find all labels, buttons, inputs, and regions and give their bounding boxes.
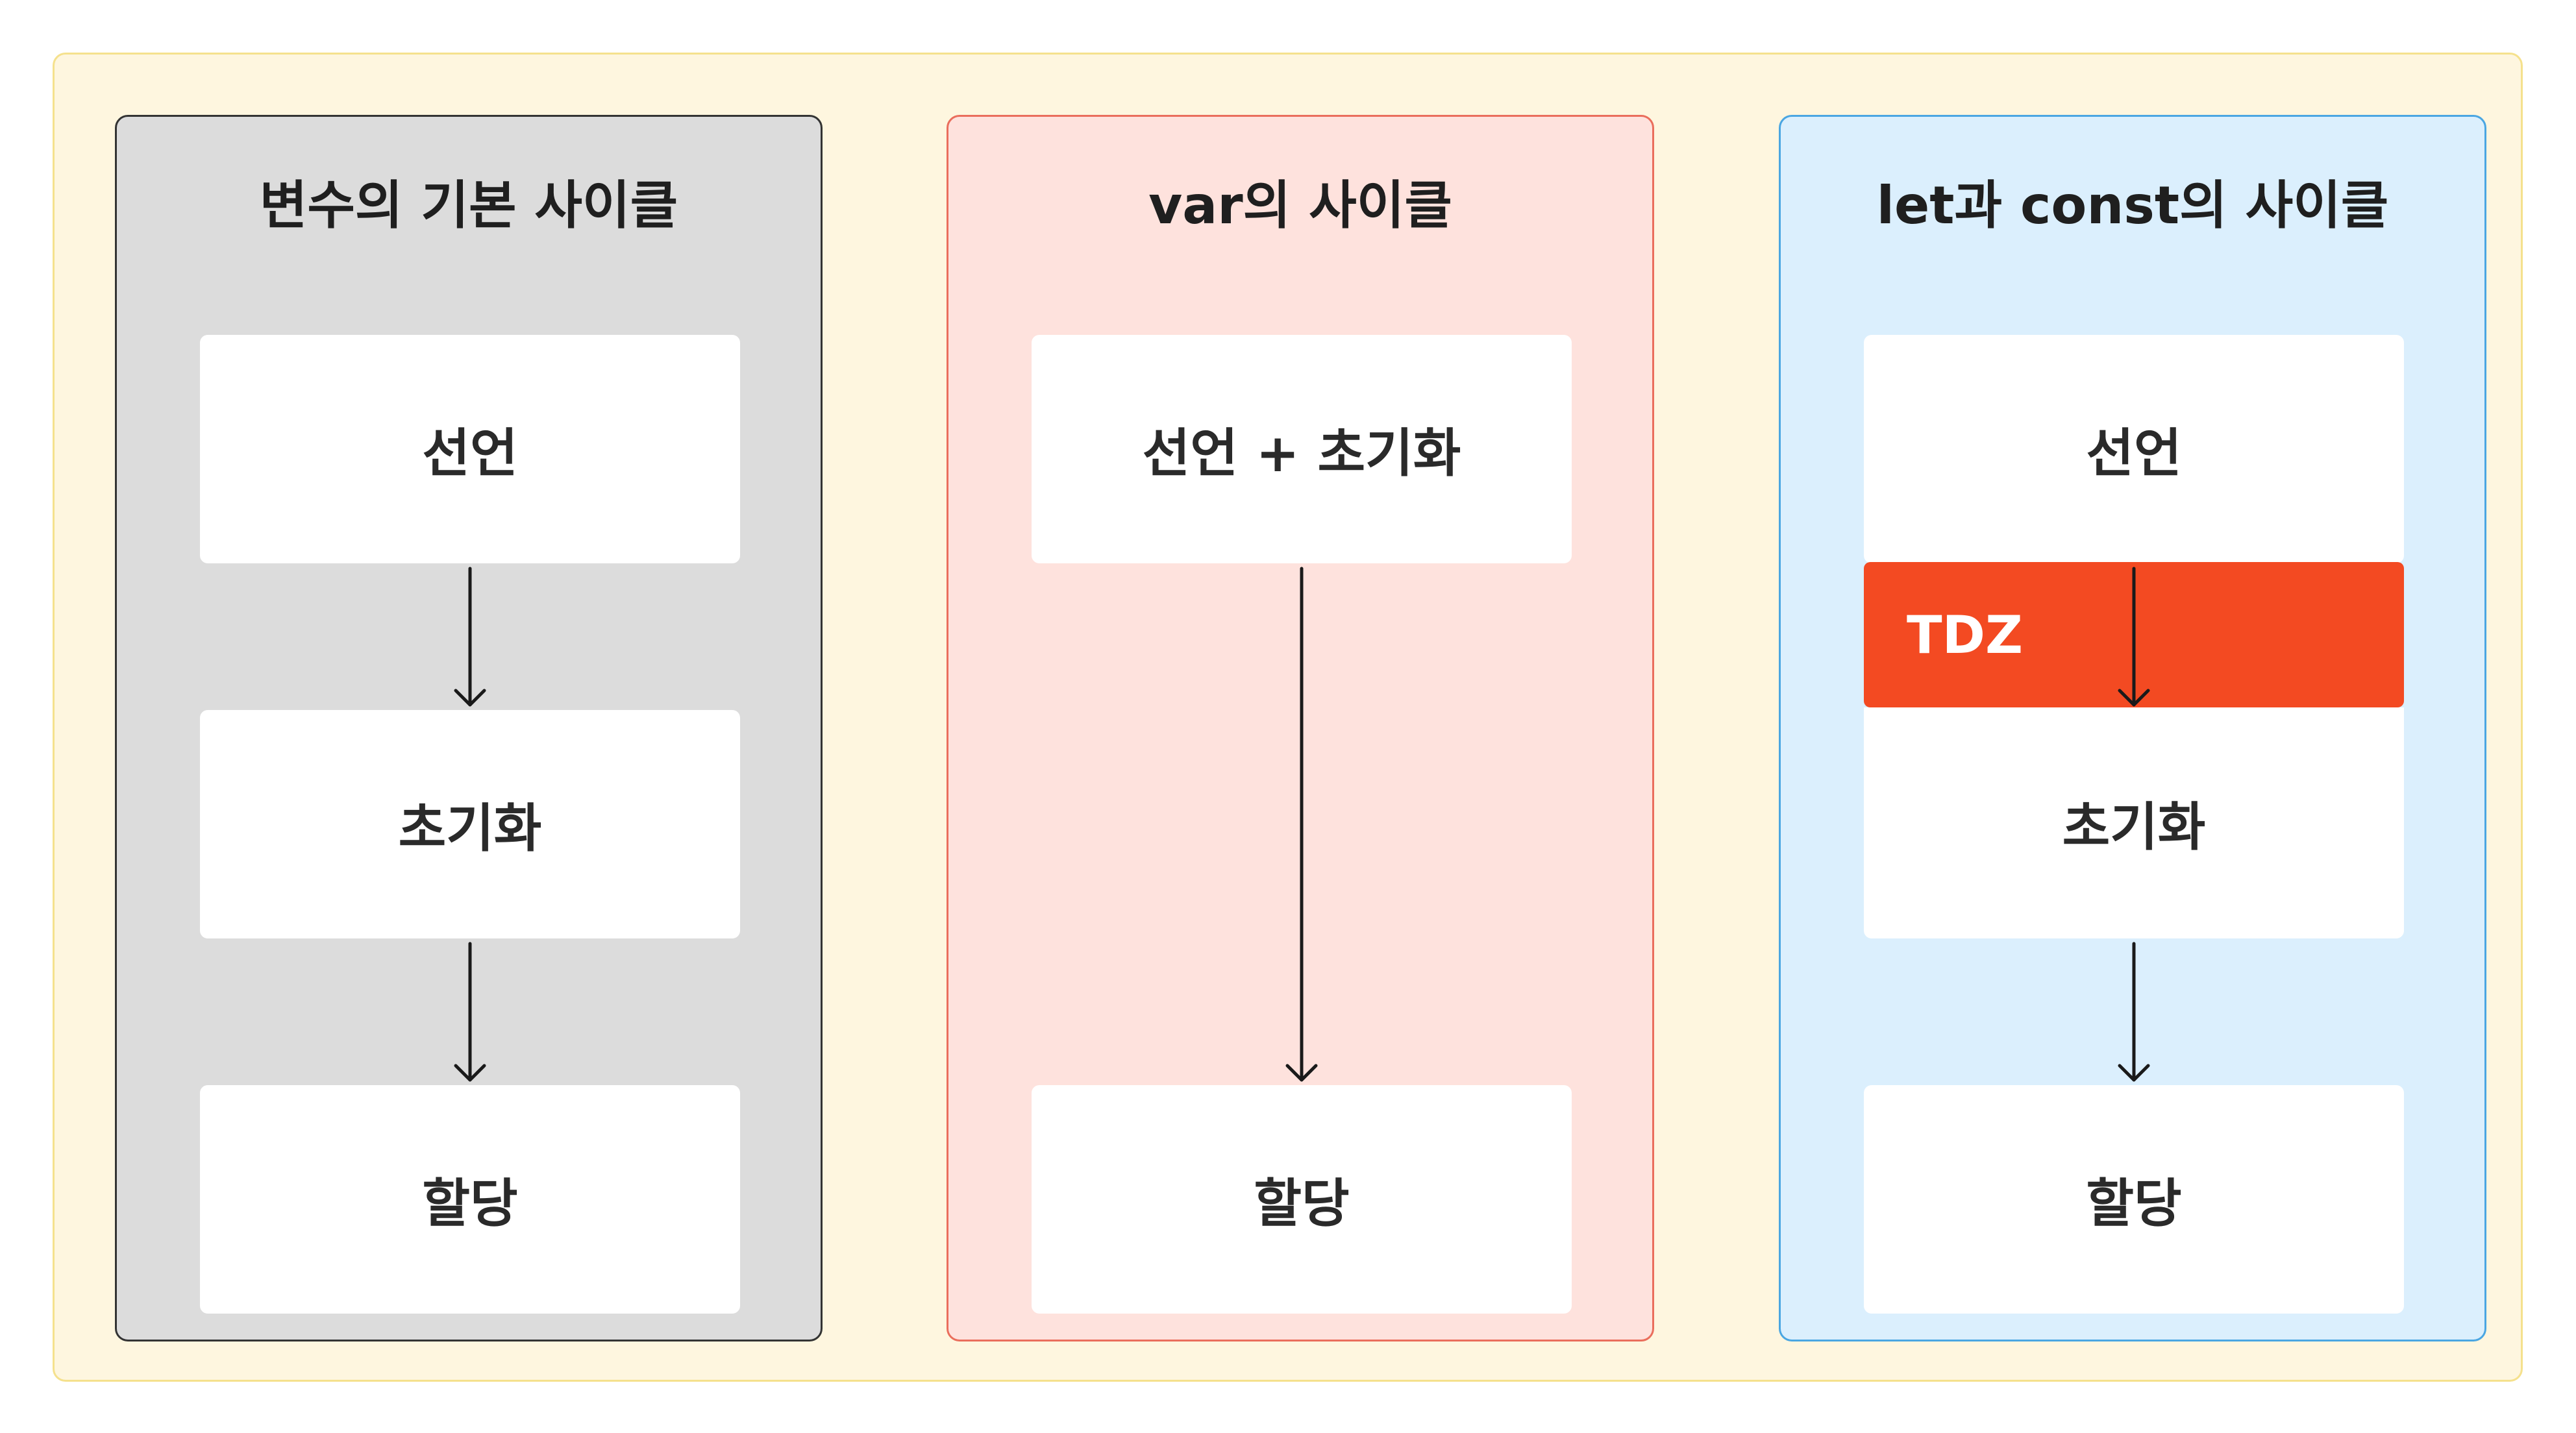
step-declaration-initialization: 선언 + 초기화 <box>1032 335 1572 563</box>
tdz-zone: TDZ <box>1864 562 2404 707</box>
step-assignment: 할당 <box>1864 1085 2404 1314</box>
panel-title-var: var의 사이클 <box>1148 175 1452 236</box>
panel-basic-cycle: 변수의 기본 사이클 선언 초기화 할당 <box>115 115 823 1341</box>
step-assignment: 할당 <box>200 1085 740 1314</box>
step-assignment: 할당 <box>1032 1085 1572 1314</box>
panel-title-basic: 변수의 기본 사이클 <box>259 175 678 236</box>
panel-let-const-cycle: let과 const의 사이클 선언 TDZ 초기화 할당 <box>1779 115 2486 1341</box>
tdz-label: TDZ <box>1907 604 2023 665</box>
step-declaration: 선언 <box>1864 335 2404 563</box>
panel-title-let-const: let과 const의 사이클 <box>1876 175 2389 236</box>
step-initialization: 초기화 <box>1864 707 2404 938</box>
step-declaration: 선언 <box>200 335 740 563</box>
panel-var-cycle: var의 사이클 선언 + 초기화 할당 <box>947 115 1654 1341</box>
step-initialization: 초기화 <box>200 710 740 938</box>
